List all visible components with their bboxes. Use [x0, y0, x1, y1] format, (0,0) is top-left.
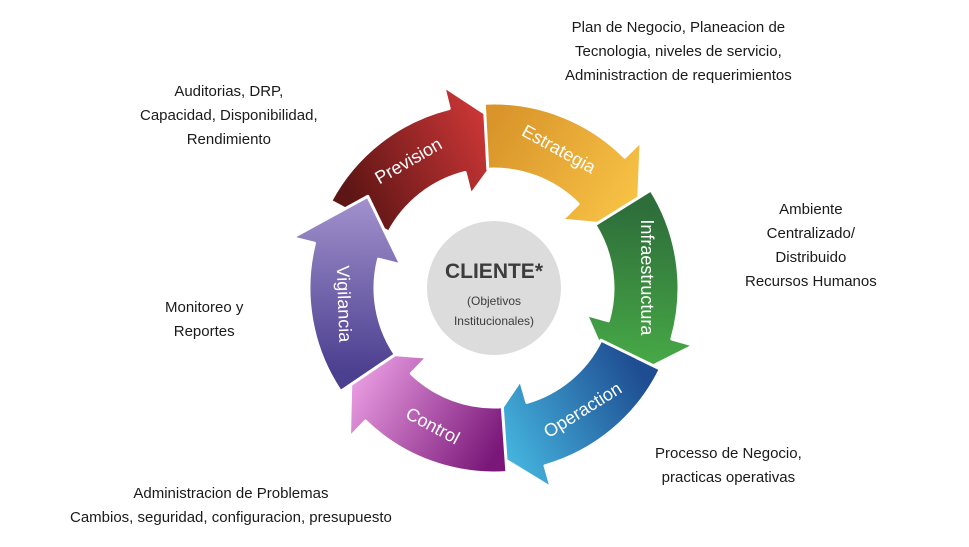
note-line: Capacidad, Disponibilidad,	[140, 107, 318, 124]
note-line: practicas operativas	[661, 469, 796, 486]
arrow-vigilancia	[290, 194, 403, 393]
note-line: Distribuido	[775, 249, 847, 266]
arrow-control	[348, 350, 509, 475]
arrow-operaction	[476, 338, 662, 490]
note-prevision: Auditorias, DRP, Capacidad, Disponibilid…	[140, 80, 318, 152]
note-line: Centralizado/	[766, 225, 856, 242]
arrow-infraestructura	[584, 188, 696, 386]
note-line: Ambiente	[779, 201, 843, 218]
segment-label-infraestructura: Infraestructura	[637, 219, 657, 336]
note-line: Auditorias, DRP,	[174, 83, 284, 100]
arrow-prevision	[329, 84, 518, 234]
center-subtitle-line2: Institucionales)	[454, 314, 534, 328]
note-line: Plan de Negocio, Planeacion de	[571, 19, 786, 36]
note-vigilancia: Monitoreo y Reportes	[165, 296, 243, 344]
arrow-estrategia	[482, 101, 643, 229]
note-control: Administracion de Problemas Cambios, seg…	[70, 482, 392, 530]
note-line: Administracion de Problemas	[133, 485, 329, 502]
note-line: Rendimiento	[186, 131, 271, 148]
note-operaction: Processo de Negocio, practicas operativa…	[655, 442, 802, 490]
center-circle	[427, 221, 561, 355]
segment-label-vigilancia: Vigilancia	[333, 265, 356, 343]
note-line: Administraction de requerimientos	[565, 67, 792, 84]
center-title: CLIENTE*	[445, 260, 544, 283]
note-line: Cambios, seguridad, configuracion, presu…	[70, 509, 392, 526]
note-line: Recursos Humanos	[745, 273, 877, 290]
note-estrategia: Plan de Negocio, Planeacion de Tecnologi…	[565, 16, 792, 88]
center-subtitle-line1: (Objetivos	[467, 294, 521, 308]
note-line: Monitoreo y	[165, 299, 244, 316]
note-line: Reportes	[173, 323, 235, 340]
note-line: Processo de Negocio,	[655, 445, 802, 462]
note-infraestructura: Ambiente Centralizado/ Distribuido Recur…	[745, 198, 877, 294]
note-line: Tecnologia, niveles de servicio,	[575, 43, 782, 60]
